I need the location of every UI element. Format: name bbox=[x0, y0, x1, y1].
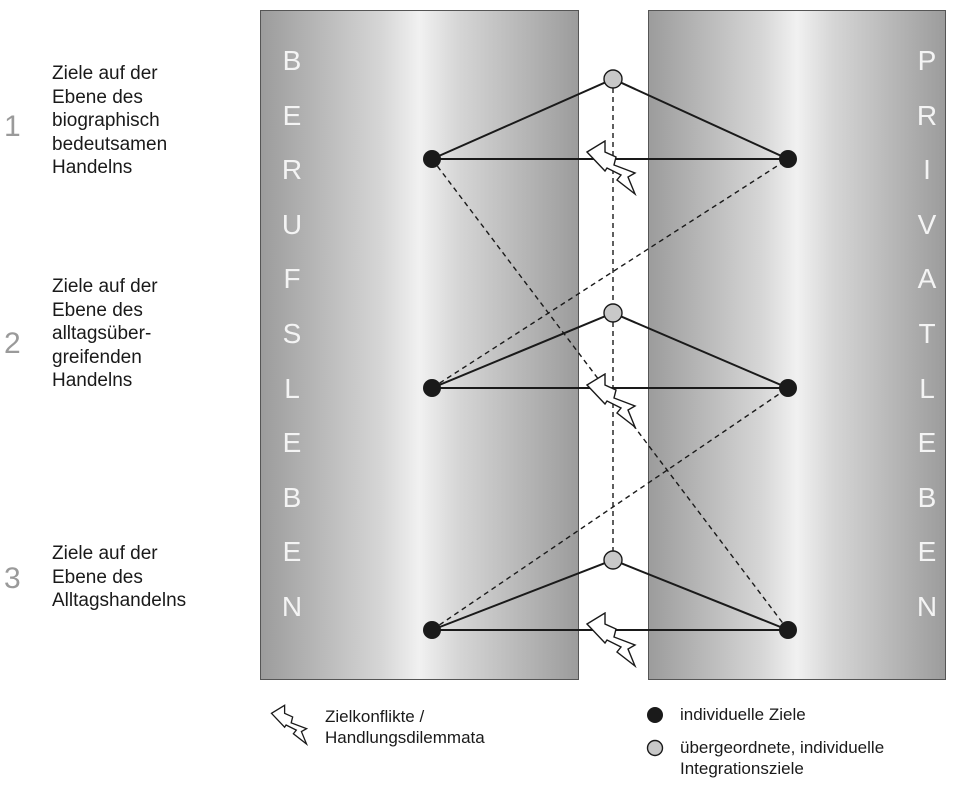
letter: A bbox=[917, 263, 937, 295]
integration-goal-dot bbox=[603, 69, 623, 89]
individual-goal-dot bbox=[423, 150, 441, 168]
integration-goals bbox=[603, 69, 623, 570]
individual-goal-dot bbox=[779, 379, 797, 397]
dashed-line bbox=[431, 387, 789, 631]
letter: V bbox=[917, 208, 937, 240]
letter: E bbox=[282, 99, 302, 131]
level-2-triangle bbox=[431, 311, 789, 389]
letter: L bbox=[284, 372, 300, 404]
letter: U bbox=[281, 208, 303, 240]
legend-conflict-label: Zielkonflikte / Handlungsdilemmata bbox=[325, 707, 485, 747]
berufsleben-label: B E R U F S L E B E N bbox=[272, 34, 312, 635]
individual-goal-dot bbox=[779, 150, 797, 168]
level-2-number: 2 bbox=[4, 327, 21, 360]
letter: L bbox=[919, 372, 935, 404]
level-3-triangle bbox=[431, 558, 789, 631]
integration-goal-dot bbox=[603, 303, 623, 323]
individual-goal-dot bbox=[779, 621, 797, 639]
legend-individual-dot-icon bbox=[647, 707, 663, 723]
individual-goal-dot bbox=[423, 621, 441, 639]
legend-individual-label: individuelle Ziele bbox=[680, 705, 806, 724]
letter: E bbox=[282, 427, 302, 459]
letter: T bbox=[918, 317, 936, 349]
level-1-number: 1 bbox=[4, 110, 21, 143]
dashed-line bbox=[431, 158, 789, 389]
letter: I bbox=[923, 154, 931, 186]
letter: R bbox=[916, 99, 938, 131]
individual-goal-dot bbox=[423, 379, 441, 397]
legend-integration-label: übergeordnete, individuelle Integrations… bbox=[680, 738, 885, 778]
letter: B bbox=[282, 481, 302, 513]
letter: R bbox=[281, 154, 303, 186]
level-1-text: Ziele auf der Ebene des biographisch bed… bbox=[52, 63, 168, 178]
integration-goal-dot bbox=[603, 550, 623, 570]
dashed-connections bbox=[431, 79, 789, 631]
privatleben-column bbox=[648, 10, 946, 680]
level-1-triangle bbox=[431, 77, 789, 160]
letter: F bbox=[283, 263, 301, 295]
letter: N bbox=[916, 590, 938, 622]
conflict-bolt-icon bbox=[586, 612, 636, 667]
individual-goals bbox=[423, 150, 797, 639]
conflict-bolt-icon bbox=[586, 140, 636, 195]
letter: B bbox=[917, 481, 937, 513]
berufsleben-column bbox=[260, 10, 579, 680]
letter: B bbox=[282, 45, 302, 76]
privatleben-label: P R I V A T L E B E N bbox=[907, 34, 947, 635]
level-2-text: Ziele auf der Ebene des alltagsüber- gre… bbox=[52, 276, 158, 391]
letter: E bbox=[917, 536, 937, 568]
letter: N bbox=[281, 590, 303, 622]
level-3-number: 3 bbox=[4, 562, 21, 595]
letter: P bbox=[917, 45, 937, 76]
legend-integration-dot-icon bbox=[646, 739, 664, 757]
level-3-text: Ziele auf der Ebene des Alltagshandelns bbox=[52, 543, 187, 611]
conflict-bolt-icon bbox=[586, 373, 636, 428]
letter: S bbox=[282, 317, 302, 349]
letter: E bbox=[917, 427, 937, 459]
legend-bolt-icon bbox=[270, 704, 308, 746]
letter: E bbox=[282, 536, 302, 568]
